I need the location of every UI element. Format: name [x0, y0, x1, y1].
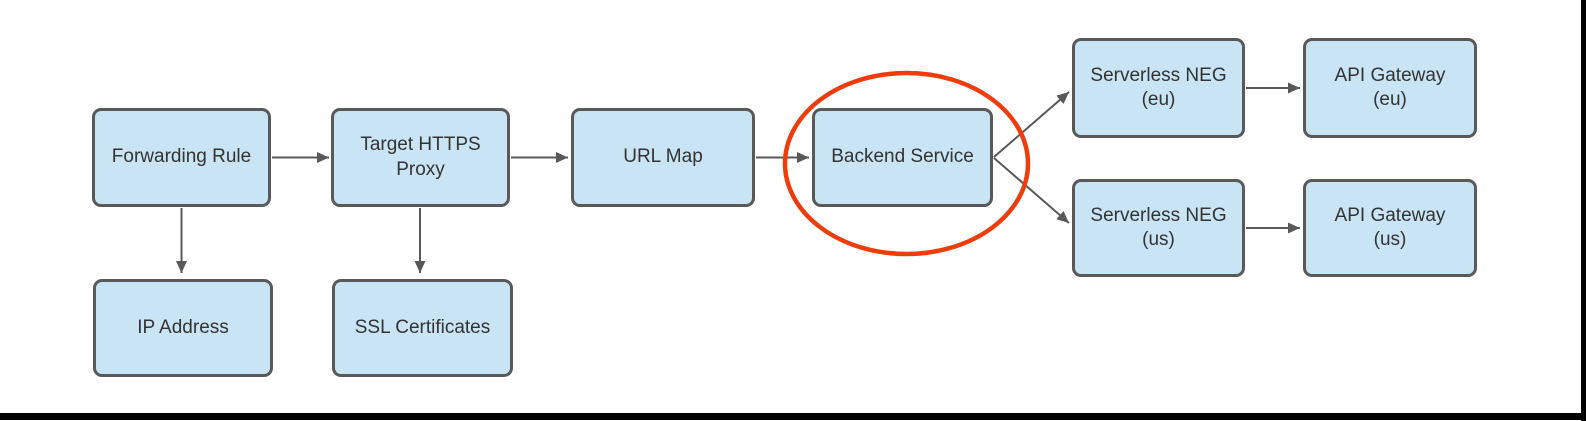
node-label: IP Address: [137, 316, 229, 338]
node-api-gateway-eu: API Gateway (eu): [1303, 38, 1477, 138]
node-serverless-neg-eu: Serverless NEG (eu): [1072, 38, 1245, 138]
node-label: Forwarding Rule: [111, 146, 252, 168]
node-ip-address: IP Address: [93, 279, 273, 377]
node-label: Target HTTPS Proxy: [360, 134, 481, 180]
node-label: URL Map: [623, 146, 703, 168]
node-backend-service: Backend Service: [812, 108, 993, 207]
arrow-backend-service-to-serverless-neg-us: [993, 157, 1070, 224]
node-label: SSL Certificates: [354, 316, 491, 338]
node-label: API Gateway (us): [1334, 204, 1446, 250]
node-serverless-neg-us: Serverless NEG (us): [1072, 179, 1245, 277]
node-label: Serverless NEG (us): [1090, 204, 1227, 250]
frame-right-edge: [1581, 0, 1586, 421]
node-forwarding-rule: Forwarding Rule: [92, 108, 271, 207]
frame-bottom-edge: [0, 413, 1586, 420]
node-label: Serverless NEG (eu): [1090, 64, 1227, 110]
arrow-backend-service-to-serverless-neg-eu: [993, 91, 1070, 158]
node-target-https-proxy: Target HTTPS Proxy: [331, 108, 510, 207]
node-url-map: URL Map: [571, 108, 755, 207]
node-api-gateway-us: API Gateway (us): [1303, 179, 1477, 277]
node-ssl-certificates: SSL Certificates: [332, 279, 513, 377]
node-label: Backend Service: [831, 146, 974, 168]
node-label: API Gateway (eu): [1334, 64, 1446, 110]
